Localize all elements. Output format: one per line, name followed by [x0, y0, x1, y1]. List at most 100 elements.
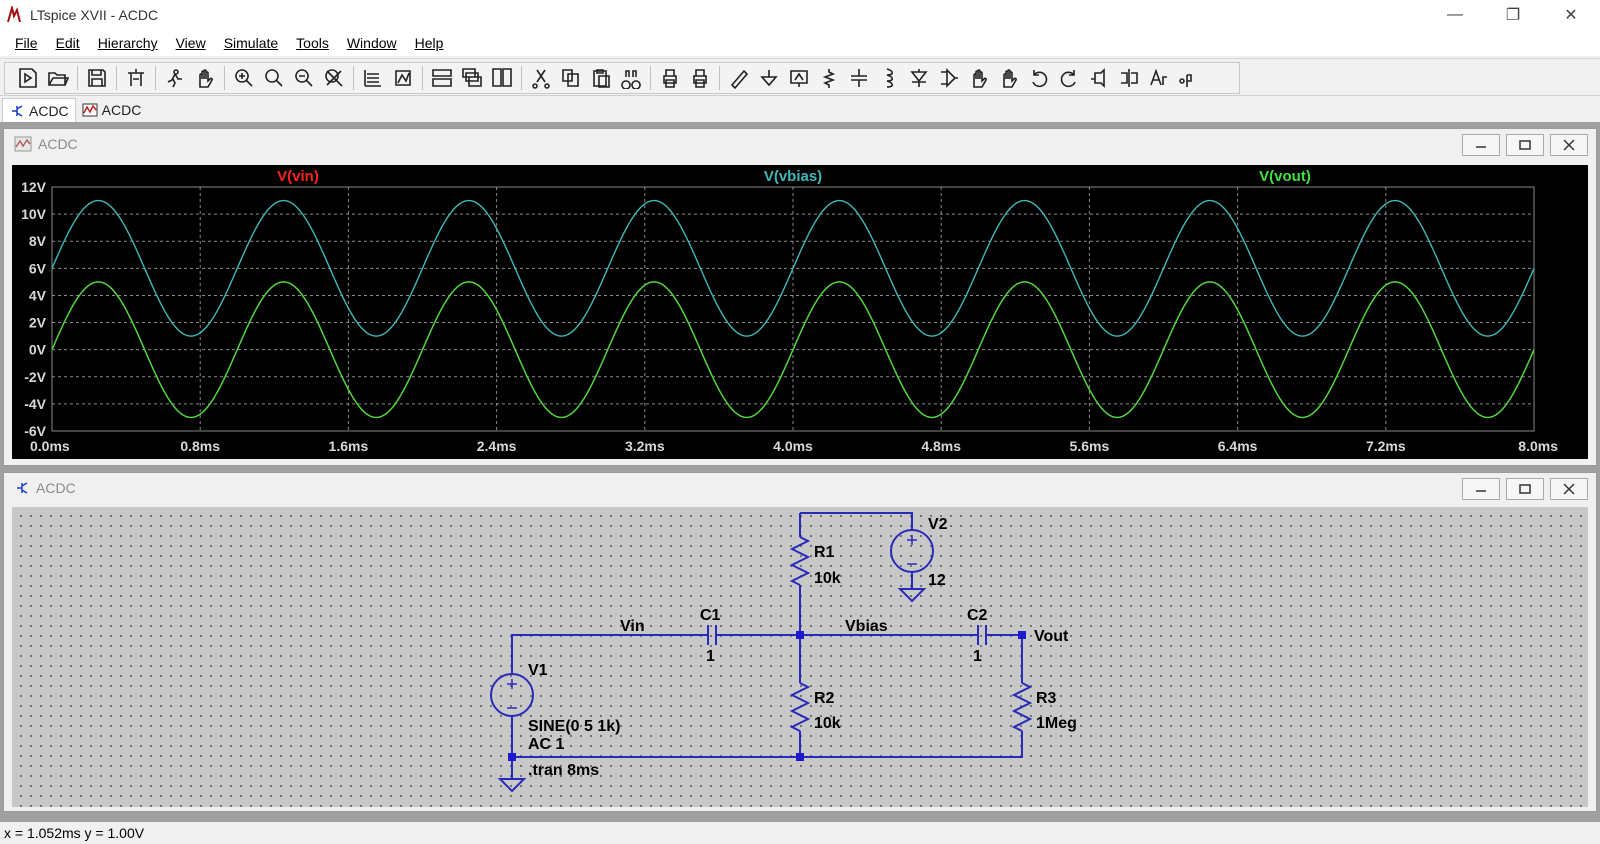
find-button[interactable] — [616, 63, 646, 93]
rotate-icon — [1091, 68, 1105, 88]
inductor-button[interactable] — [874, 63, 904, 93]
y-tick-label: 6V — [29, 260, 47, 276]
capacitor-c1-symbol — [707, 625, 717, 645]
diode-icon — [910, 69, 928, 87]
maximize-button[interactable] — [1506, 134, 1544, 156]
maximize-icon — [1519, 140, 1531, 150]
waveform-icon — [14, 136, 32, 152]
tile-vertical-button[interactable] — [487, 63, 517, 93]
waveform-window-titlebar[interactable]: ACDC — [4, 129, 1596, 159]
menu-edit[interactable]: Edit — [55, 35, 80, 51]
move-button[interactable] — [964, 63, 994, 93]
menu-tools[interactable]: Tools — [296, 35, 329, 51]
paste-icon — [593, 69, 610, 88]
resistor-button[interactable] — [814, 63, 844, 93]
spice-directive-button[interactable] — [1174, 63, 1204, 93]
capacitor-icon — [851, 69, 867, 87]
net-label-vbias: Vbias — [845, 618, 888, 635]
close-button[interactable]: ✕ — [1564, 7, 1578, 24]
rotate-button[interactable] — [1084, 63, 1114, 93]
minimize-button[interactable]: — — [1447, 6, 1463, 23]
schematic-canvas[interactable]: V2 12 R1 10k C1 1 C2 1 Vin Vbias Vout V1… — [12, 507, 1588, 807]
cascade-button[interactable] — [457, 63, 487, 93]
print-button[interactable] — [655, 63, 685, 93]
halt-button[interactable] — [190, 63, 220, 93]
wire — [986, 634, 1023, 683]
resistor-r3-symbol — [1011, 682, 1033, 732]
zoom-out-button[interactable] — [289, 63, 319, 93]
undo-button[interactable] — [1024, 63, 1054, 93]
window-title: LTspice XVII - ACDC — [30, 7, 159, 23]
x-tick-label: 3.2ms — [625, 438, 665, 454]
y-tick-label: 4V — [29, 287, 47, 303]
diode-button[interactable] — [904, 63, 934, 93]
copy-button[interactable] — [556, 63, 586, 93]
close-button[interactable] — [1550, 134, 1588, 156]
minimize-button[interactable] — [1462, 478, 1500, 500]
menu-hierarchy[interactable]: Hierarchy — [97, 35, 158, 51]
menu-window[interactable]: Window — [346, 35, 397, 51]
close-icon — [1563, 139, 1575, 151]
wire-icon — [730, 69, 749, 89]
maximize-button[interactable] — [1506, 478, 1544, 500]
tab-label: ACDC — [101, 102, 142, 118]
zoom-in-icon — [235, 69, 253, 87]
label-net-button[interactable] — [784, 63, 814, 93]
cut-icon — [532, 69, 550, 89]
menu-help[interactable]: Help — [414, 35, 444, 51]
component-button[interactable] — [934, 63, 964, 93]
tile-horizontal-button[interactable] — [427, 63, 457, 93]
menu-simulate[interactable]: Simulate — [223, 35, 279, 51]
drag-button[interactable] — [994, 63, 1024, 93]
r1-value: 10k — [814, 570, 841, 587]
tab-waveform[interactable]: ACDC — [76, 98, 148, 122]
autorange-button[interactable] — [358, 63, 388, 93]
zoom-in-button[interactable] — [229, 63, 259, 93]
capacitor-button[interactable] — [844, 63, 874, 93]
wire-button[interactable] — [724, 63, 754, 93]
resistor-r1-symbol — [789, 536, 811, 586]
toolbar — [0, 58, 1600, 96]
y-tick-label: 2V — [29, 315, 47, 331]
x-tick-label: 4.8ms — [921, 438, 961, 454]
mirror-button[interactable] — [1114, 63, 1144, 93]
tab-schematic[interactable]: ACDC — [2, 98, 76, 122]
control-panel-icon — [128, 69, 144, 86]
menu-view[interactable]: View — [175, 35, 206, 51]
redo-button[interactable] — [1054, 63, 1084, 93]
control-panel-button[interactable] — [121, 63, 151, 93]
cut-button[interactable] — [526, 63, 556, 93]
restore-button[interactable]: ❐ — [1505, 7, 1521, 24]
text-button[interactable] — [1144, 63, 1174, 93]
minimize-button[interactable] — [1462, 134, 1500, 156]
v2-name: V2 — [928, 516, 948, 533]
wire — [800, 512, 913, 525]
paste-button[interactable] — [586, 63, 616, 93]
save-button[interactable] — [82, 63, 112, 93]
y-tick-label: 12V — [21, 179, 47, 195]
schematic-window-titlebar[interactable]: ACDC — [4, 473, 1596, 503]
x-tick-label: 1.6ms — [329, 438, 369, 454]
ground-button[interactable] — [754, 63, 784, 93]
new-schematic-button[interactable] — [13, 63, 43, 93]
tab-label: ACDC — [29, 102, 69, 119]
close-button[interactable] — [1550, 478, 1588, 500]
run-button[interactable] — [160, 63, 190, 93]
zoom-fit-button[interactable] — [319, 63, 349, 93]
save-icon — [88, 69, 106, 87]
close-icon — [1563, 483, 1575, 495]
x-tick-label: 2.4ms — [477, 438, 517, 454]
run-icon — [167, 69, 182, 88]
open-button[interactable] — [43, 63, 73, 93]
zoom-fit-icon — [325, 69, 343, 87]
spice-directive: .tran 8ms — [528, 762, 599, 779]
print-setup-button[interactable] — [685, 63, 715, 93]
schematic-window[interactable]: ACDC — [3, 472, 1597, 812]
ground-symbol — [497, 778, 527, 793]
menu-file[interactable]: File — [15, 35, 38, 51]
add-trace-button[interactable] — [388, 63, 418, 93]
zoom-pan-button[interactable] — [259, 63, 289, 93]
